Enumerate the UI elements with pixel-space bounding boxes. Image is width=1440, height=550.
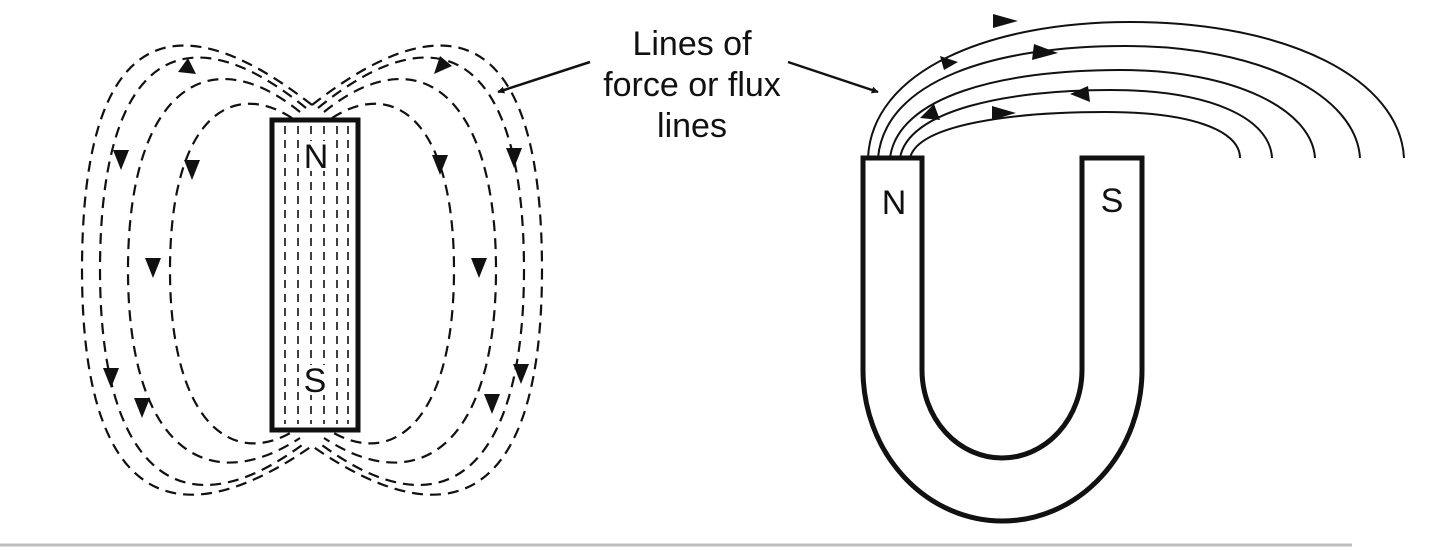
horseshoe-field-line-2 [877, 44, 1361, 159]
field-line-left-outer [98, 56, 307, 486]
bar-magnet: N S [269, 117, 361, 433]
caption-pointer-left [497, 60, 591, 94]
caption-pointers [497, 60, 879, 94]
field-line-right-middle [323, 77, 498, 464]
arrow-icon [432, 155, 448, 175]
bar-magnet-field-arrows [103, 56, 529, 418]
arrow-icon [471, 258, 487, 278]
arrow-icon [184, 160, 200, 180]
horseshoe-field-line-5 [909, 110, 1241, 159]
horseshoe-field-lines [867, 20, 1405, 159]
arrow-icon [940, 56, 958, 70]
arrow-icon [145, 258, 161, 278]
bar-magnet-label-backdrop-s [302, 365, 328, 395]
field-line-right-outermost [311, 44, 544, 496]
arrow-icon [484, 394, 500, 414]
arrow-icon [993, 14, 1018, 28]
horseshoe-field-arrows [920, 14, 1090, 120]
caption-line-1: Lines of [632, 25, 752, 63]
caption-line-3: lines [657, 107, 727, 145]
horseshoe-south-label: S [1101, 182, 1124, 220]
arrow-icon [113, 150, 129, 170]
horseshoe-field-line-1 [867, 20, 1405, 159]
arrow-icon [134, 398, 150, 418]
bar-magnet-north-label: N [304, 138, 329, 176]
caption-line-2: force or flux [603, 66, 781, 104]
field-line-right-inner [331, 102, 456, 445]
bar-magnet-label-backdrop-n [303, 141, 329, 171]
field-line-left-inner [168, 102, 293, 445]
caption-pointer-right [787, 60, 879, 94]
horseshoe-magnet: N S [860, 155, 1145, 524]
field-line-left-outermost [80, 44, 313, 496]
arrow-icon [992, 106, 1016, 120]
field-line-left-middle [126, 77, 301, 464]
horseshoe-magnet-body [860, 155, 1145, 524]
horseshoe-field-line-3 [889, 68, 1316, 159]
flux-lines-caption: Lines of force or flux lines [603, 25, 781, 145]
horseshoe-north-label: N [882, 184, 907, 222]
arrow-icon [434, 56, 452, 74]
bar-magnet-field-lines [80, 44, 544, 496]
field-line-right-outer [317, 56, 526, 486]
bar-magnet-internal-lines [284, 126, 349, 424]
arrow-icon [178, 58, 196, 74]
arrow-icon [103, 368, 119, 388]
arrow-icon [506, 148, 522, 168]
arrow-icon [1070, 86, 1090, 102]
horseshoe-field-line-4 [899, 88, 1273, 159]
arrow-icon [1032, 44, 1058, 60]
arrow-icon [920, 104, 940, 120]
arrow-icon [513, 364, 529, 384]
bar-magnet-south-label: S [304, 362, 327, 400]
